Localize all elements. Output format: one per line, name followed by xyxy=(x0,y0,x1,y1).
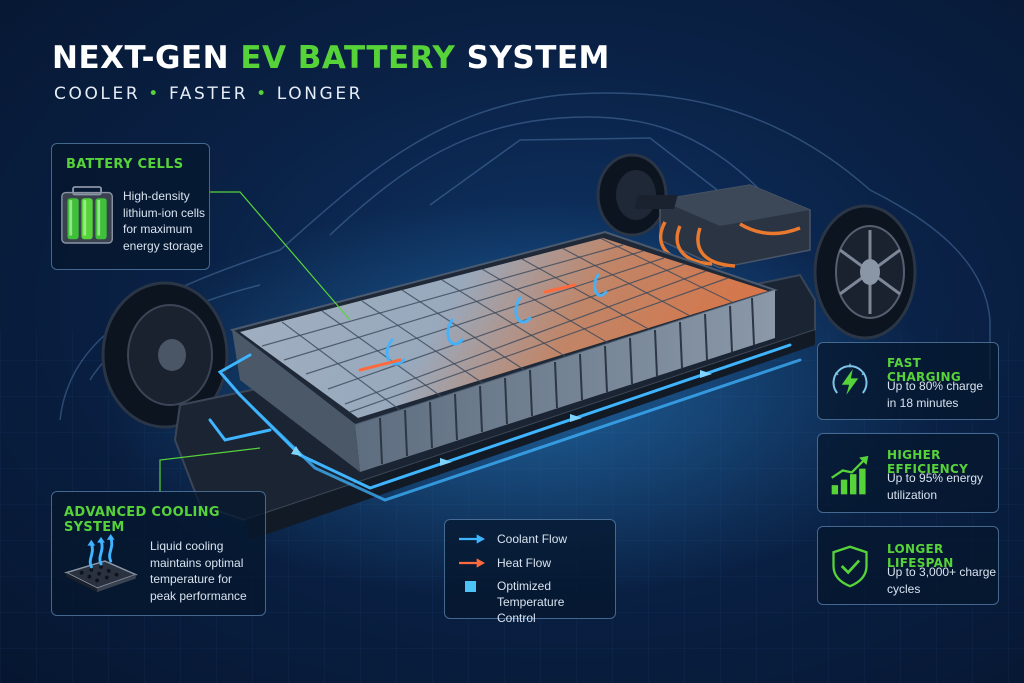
battery-cells-callout: BATTERY CELLS High-density lithium-ion c… xyxy=(51,143,210,270)
subtitle-separator: • xyxy=(148,84,161,104)
heat-flow-swirls xyxy=(358,273,608,372)
cooling-line: maintains optimal xyxy=(150,555,244,570)
legend-temp-line: Optimized Temperature xyxy=(497,579,565,609)
rear-left-wheel xyxy=(101,281,229,429)
battery-pack xyxy=(229,230,779,472)
battery-cells-line: High-density xyxy=(123,189,190,203)
cooling-system-callout: ADVANCED COOLING SYSTEM Liquid cooling m… xyxy=(51,491,266,616)
longer-lifespan-line: Up to 3,000+ charge xyxy=(887,565,997,579)
growth-bars-icon xyxy=(831,455,869,495)
heat-arrow-icon xyxy=(459,558,485,568)
higher-efficiency-line: utilization xyxy=(887,487,938,502)
higher-efficiency-description: Up to 95% energy utilization xyxy=(887,470,983,503)
cooling-line: temperature for xyxy=(150,572,233,586)
page-subtitle: COOLER • FASTER • LONGER xyxy=(54,84,363,104)
longer-lifespan-title: LONGER LIFESPAN xyxy=(887,542,954,570)
battery-cells-line: lithium-ion cells xyxy=(123,205,206,220)
coolant-arrow-icon xyxy=(459,534,485,544)
fast-charging-line: Up to 80% charge xyxy=(887,379,984,393)
cooling-system-title: ADVANCED COOLING SYSTEM xyxy=(64,505,220,535)
battery-cells-line: energy storage xyxy=(123,238,204,253)
higher-efficiency-title: HIGHER EFFICIENCY xyxy=(887,448,969,476)
shield-check-icon xyxy=(832,545,868,588)
temperature-square-icon xyxy=(465,581,476,592)
subtitle-longer: LONGER xyxy=(276,84,364,104)
front-right-wheel xyxy=(813,204,917,340)
battery-cells-icon xyxy=(61,186,113,244)
cooling-system-description: Liquid cooling maintains optimal tempera… xyxy=(150,538,247,604)
legend-temp-line: Control xyxy=(497,611,536,625)
legend-coolant-label: Coolant Flow xyxy=(497,532,568,546)
cooling-line: peak performance xyxy=(150,588,247,603)
coolant-arrows xyxy=(291,370,712,466)
battery-cells-description: High-density lithium-ion cells for maxim… xyxy=(123,188,205,254)
lightning-gauge-icon xyxy=(832,363,868,395)
feature-card-fast-charging: FAST CHARGING Up to 80% charge in 18 min… xyxy=(817,342,999,420)
subtitle-faster: FASTER xyxy=(168,84,249,104)
title-part-2: SYSTEM xyxy=(455,40,610,76)
subtitle-cooler: COOLER xyxy=(54,84,141,104)
feature-card-higher-efficiency: HIGHER EFFICIENCY Up to 95% energy utili… xyxy=(817,433,999,513)
battery-cells-line: for maximum xyxy=(123,222,193,236)
callout-leaders xyxy=(159,191,351,492)
cooling-line: Liquid cooling xyxy=(150,539,224,553)
legend-heat-label: Heat Flow xyxy=(497,556,552,570)
feature-card-longer-lifespan: LONGER LIFESPAN Up to 3,000+ charge cycl… xyxy=(817,526,999,605)
battery-cells-title: BATTERY CELLS xyxy=(66,157,184,172)
front-left-wheel xyxy=(596,153,668,237)
legend-panel: Coolant Flow Heat Flow Optimized Tempera… xyxy=(444,519,616,625)
title-part-1: NEXT-GEN xyxy=(52,40,241,76)
title-accent: EV BATTERY xyxy=(240,40,456,76)
cooling-plate-icon xyxy=(64,533,138,593)
fast-charging-description: Up to 80% charge in 18 minutes xyxy=(887,378,983,411)
higher-efficiency-line: Up to 95% energy xyxy=(887,471,984,485)
subtitle-separator: • xyxy=(256,84,269,104)
longer-lifespan-line: cycles xyxy=(887,581,921,596)
longer-lifespan-description: Up to 3,000+ charge cycles xyxy=(887,564,996,597)
fast-charging-title: FAST CHARGING xyxy=(887,356,961,384)
hv-cables xyxy=(659,221,801,268)
coolant-pipes xyxy=(208,343,802,502)
legend-temperature-label: Optimized Temperature Control xyxy=(497,578,615,626)
page-title: NEXT-GEN EV BATTERY SYSTEM xyxy=(52,40,610,76)
fast-charging-line: in 18 minutes xyxy=(887,395,959,410)
